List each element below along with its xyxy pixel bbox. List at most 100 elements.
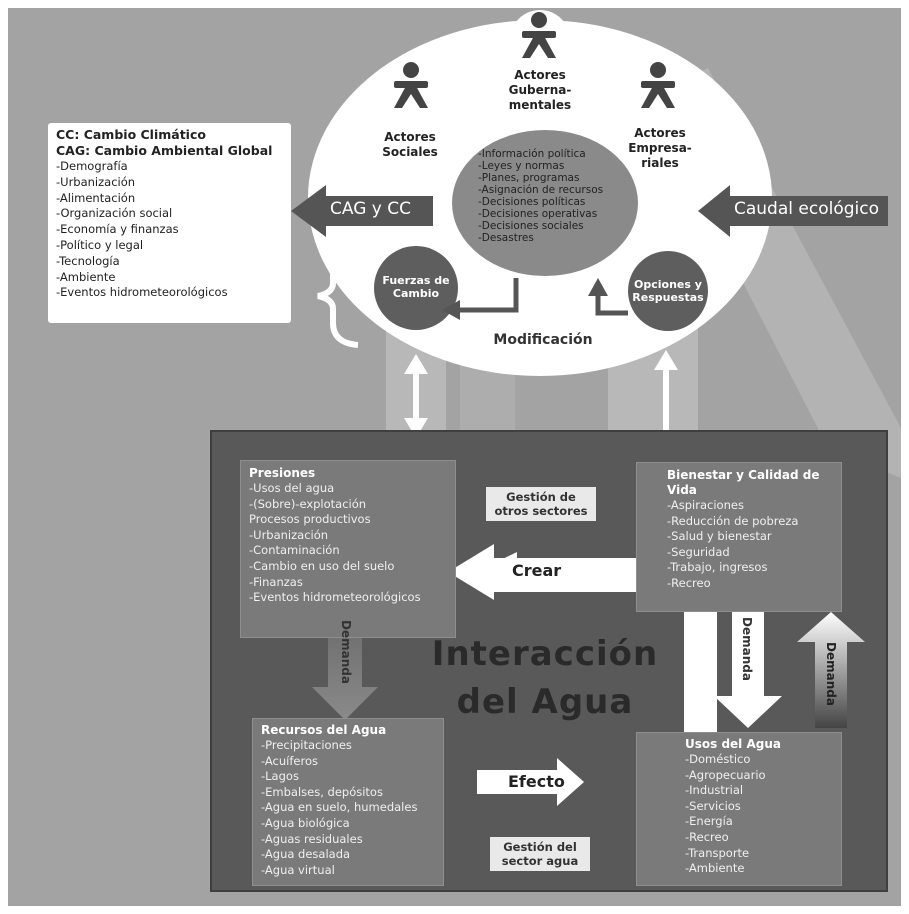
opciones-circle (628, 251, 708, 331)
gestion-sector-line: sector agua (501, 854, 579, 868)
interaccion-line: del Agua (456, 682, 634, 722)
bienestar-item: -Recreo (667, 575, 711, 590)
usos-item: -Ambiente (685, 861, 745, 876)
up-arrow-head (654, 350, 678, 370)
efecto-label: Efecto (508, 772, 565, 791)
actor-gov-line: mentales (508, 98, 572, 112)
policy-item: -Información política (478, 148, 586, 160)
presiones-item: -Finanzas (249, 574, 303, 589)
caudal-arrow-label: Caudal ecológico (734, 199, 879, 219)
usos-card: Usos del Agua -Doméstico -Agropecuario -… (636, 732, 842, 886)
return-arrow-right-head (588, 278, 608, 296)
cag-title: CAG: Cambio Ambiental Global (56, 143, 273, 158)
policy-list: -Información política -Leyes y normas -P… (478, 148, 618, 244)
recursos-item: -Acuíferos (261, 753, 318, 768)
actor-business-line: Actores (634, 126, 686, 140)
bienestar-card: Bienestar y Calidad de Vida -Aspiracione… (636, 462, 842, 612)
presiones-item: -Usos del agua (249, 481, 335, 495)
bienestar-item: -Seguridad (667, 544, 730, 559)
policy-item: -Asignación de recursos (478, 184, 604, 196)
usos-title: Usos del Agua (685, 737, 781, 751)
water-interaction-panel: Presiones -Usos del agua -(Sobre)-explot… (210, 430, 888, 892)
crear-arrow-head (448, 544, 494, 600)
actor-social-label: Actores Sociales (360, 130, 460, 160)
bienestar-item: -Aspiraciones (667, 498, 744, 512)
demanda-down-label: Demanda (740, 617, 754, 681)
diagram-frame: CC: Cambio Climático CAG: Cambio Ambient… (8, 8, 901, 906)
return-arrow-left-head (442, 300, 460, 320)
policy-ellipse (452, 130, 638, 276)
gestion-sector-line: Gestión del (503, 840, 577, 854)
actor-icon-business (641, 62, 675, 108)
demanda-up-label: Demanda (824, 642, 838, 706)
policy-item: -Leyes y normas (478, 160, 565, 172)
recursos-item: -Lagos (261, 769, 299, 784)
bienestar-item: -Reducción de pobreza (667, 513, 799, 528)
opciones-line: Opciones y (634, 278, 702, 291)
usos-item: -Agropecuario (685, 767, 766, 782)
fuerzas-line: Cambio (392, 287, 440, 300)
actor-icon-social (394, 62, 428, 108)
factor-list: -Demografía -Urbanización -Alimentación … (56, 159, 291, 301)
crear-label: Crear (512, 561, 562, 580)
actor-business-label: Actores Empresa- riales (608, 126, 712, 171)
actor-business-line: riales (641, 156, 679, 170)
recursos-item: -Embalses, depósitos (261, 784, 383, 799)
cag-factors-box: CC: Cambio Climático CAG: Cambio Ambient… (48, 123, 291, 323)
interaccion-title: Interacción del Agua (430, 630, 660, 726)
usos-item: -Doméstico (685, 752, 751, 766)
efecto-arrow (477, 758, 584, 806)
recursos-title: Recursos del Agua (261, 723, 387, 737)
gestion-otros-tag: Gestión de otros sectores (486, 487, 596, 521)
cc-title: CC: Cambio Climático (56, 127, 206, 142)
factor-item: -Urbanización (56, 174, 136, 189)
recursos-item: -Precipitaciones (261, 738, 352, 752)
policy-item: -Planes, programas (478, 172, 580, 184)
double-arrow-down (404, 418, 428, 438)
presiones-item: -Eventos hidrometeorológicos (249, 590, 421, 605)
fuerzas-line: Fuerzas de (382, 274, 450, 287)
recursos-item: -Aguas residuales (261, 831, 363, 846)
actor-gov-label: Actores Guberna- mentales (488, 68, 592, 113)
policy-item: -Decisiones operativas (478, 208, 598, 220)
policy-item: -Desastres (478, 232, 534, 244)
demanda-up-arrow (797, 612, 865, 728)
bienestar-title: Bienestar y Calidad de Vida (667, 468, 820, 497)
factor-item: -Organización social (56, 206, 173, 221)
caudal-arrow (698, 185, 888, 237)
presiones-card: Presiones -Usos del agua -(Sobre)-explot… (240, 460, 456, 638)
factor-item: -Político y legal (56, 237, 144, 252)
gestion-otros-line: Gestión de (506, 490, 576, 504)
recursos-item: -Agua biológica (261, 815, 350, 830)
presiones-item: -(Sobre)-explotación (249, 496, 367, 511)
fuerzas-circle (374, 246, 458, 330)
usos-item: -Energía (685, 814, 733, 829)
gestion-otros-line: otros sectores (494, 504, 588, 518)
recursos-card: Recursos del Agua -Precipitaciones -Acuí… (252, 718, 444, 886)
factor-item: -Ambiente (56, 269, 116, 284)
opciones-label: Opciones y Respuestas (628, 278, 708, 304)
demanda-left-arrow (312, 622, 378, 720)
usos-item: -Transporte (685, 845, 750, 860)
policy-item: -Decisiones sociales (478, 220, 584, 232)
presiones-item: -Urbanización (249, 527, 329, 542)
presiones-item: -Contaminación (249, 543, 340, 558)
recursos-item: -Agua virtual (261, 862, 335, 877)
double-arrow-up (404, 354, 428, 374)
usos-item: -Recreo (685, 829, 729, 844)
cag-arrow-label: CAG y CC (330, 199, 411, 219)
brace (317, 245, 359, 348)
presiones-item: Procesos productivos (249, 512, 371, 527)
presiones-title: Presiones (249, 466, 316, 480)
factor-item: -Eventos hidrometeorológicos (56, 285, 228, 300)
actor-icon-gov (522, 12, 556, 58)
demanda-down-arrow (714, 612, 782, 728)
bienestar-item: -Salud y bienestar (667, 529, 772, 544)
actor-business-line: Empresa- (628, 141, 692, 155)
factor-item: -Alimentación (56, 190, 136, 205)
usos-item: -Industrial (685, 783, 744, 798)
opciones-line: Respuestas (632, 291, 704, 304)
bienestar-item: -Trabajo, ingresos (667, 560, 768, 575)
policy-item: -Decisiones políticas (478, 196, 586, 208)
actor-social-line: Sociales (382, 145, 438, 159)
